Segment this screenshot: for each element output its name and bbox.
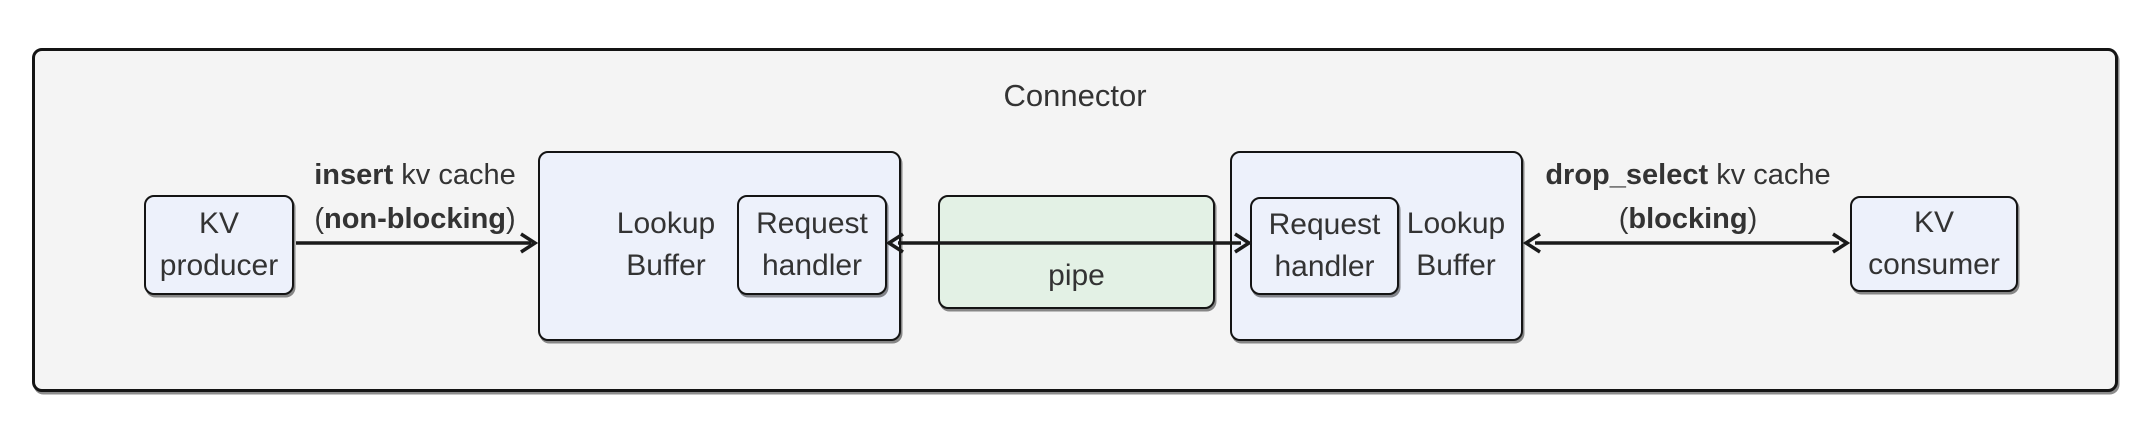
kv-producer-label-line2: producer [159, 249, 279, 282]
kv-consumer-label-line2: consumer [1868, 248, 2000, 281]
request-handler-left-node: Request handler [737, 195, 887, 295]
pipe-label: pipe [1048, 259, 1105, 292]
kv-consumer-node: KV consumer [1850, 196, 2018, 292]
lookup-buffer-left-label: Lookup Buffer [586, 195, 746, 295]
lookup-buffer-left-label-line1: Lookup [616, 207, 716, 240]
drop-select-keyword: drop_select [1545, 159, 1709, 191]
kv-consumer-label-line1: KV [1913, 206, 1955, 239]
non-blocking-close-paren: ) [506, 203, 516, 235]
insert-edge-label: insert kv cache (non-blocking) [270, 153, 560, 241]
request-handler-left-label-line2: handler [761, 249, 863, 282]
blocking-open-paren: ( [1618, 203, 1629, 235]
request-handler-right-label-line1: Request [1268, 208, 1381, 241]
drop-select-kv-cache-text: kv cache [1708, 159, 1831, 191]
non-blocking-open-paren: ( [314, 203, 324, 235]
pipe-node [938, 195, 1215, 309]
lookup-buffer-right-label-line2: Buffer [1416, 249, 1496, 282]
drop-select-edge-label-line1: drop_select kv cache [1533, 153, 1843, 197]
insert-keyword: insert [314, 159, 394, 191]
connector-title: Connector [1003, 78, 1147, 113]
kv-producer-node: KV producer [144, 195, 294, 295]
drop-select-edge-label-line2: (blocking) [1533, 197, 1843, 241]
lookup-buffer-left-label-line2: Buffer [626, 249, 706, 282]
kv-producer-label-line1: KV [198, 207, 240, 240]
insert-kv-cache-text: kv cache [393, 159, 516, 191]
non-blocking-keyword: non-blocking [323, 203, 507, 235]
request-handler-right-label-line2: handler [1274, 250, 1375, 283]
lookup-buffer-right-label: Lookup Buffer [1392, 195, 1520, 295]
insert-edge-label-line1: insert kv cache [270, 153, 560, 197]
drop-select-edge-label: drop_select kv cache (blocking) [1533, 153, 1843, 241]
blocking-keyword: blocking [1628, 203, 1748, 235]
blocking-close-paren: ) [1747, 203, 1758, 235]
request-handler-left-label-line1: Request [756, 207, 868, 240]
lookup-buffer-right-label-line1: Lookup [1406, 207, 1506, 240]
insert-edge-label-line2: (non-blocking) [270, 197, 560, 241]
request-handler-right-node: Request handler [1250, 197, 1399, 295]
